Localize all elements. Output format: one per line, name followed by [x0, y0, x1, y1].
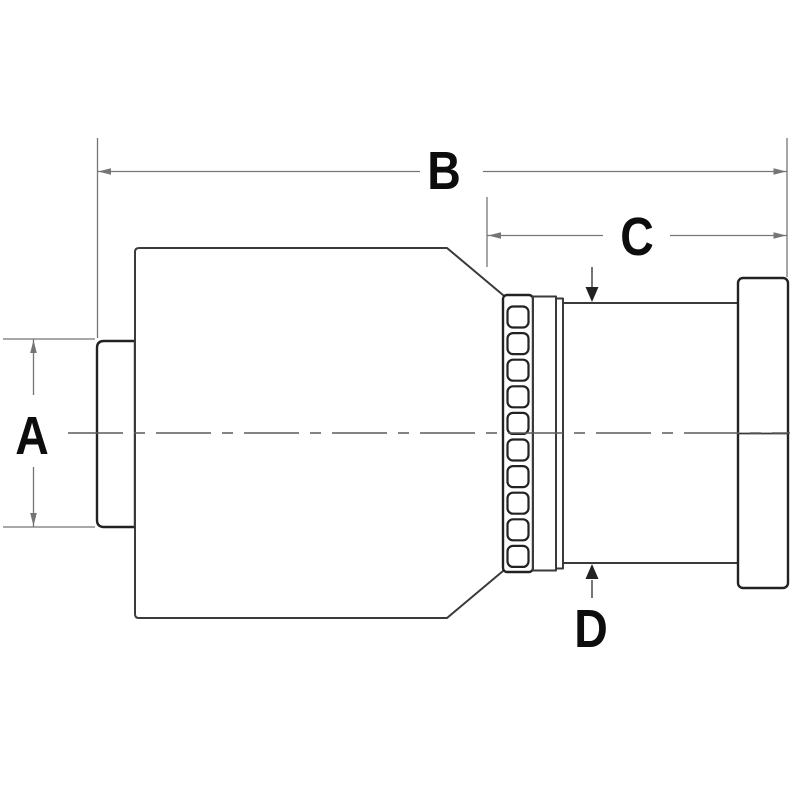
knurl-rib	[506, 544, 530, 569]
knurl-rib	[506, 411, 530, 435]
knurl-rib	[506, 358, 530, 382]
d-arrowhead-top	[585, 287, 599, 302]
c-arrowhead-right	[773, 232, 787, 239]
a-arrowhead-bottom	[30, 513, 37, 526]
dimension-labels: A B C D	[15, 140, 654, 659]
dimension-a	[3, 338, 95, 528]
knurl-rib	[506, 385, 530, 409]
b-arrowhead-right	[773, 168, 787, 175]
fitting-outline	[95, 247, 790, 619]
knurl-ribs	[506, 305, 530, 569]
knurl-rib	[506, 518, 530, 542]
label-b: B	[427, 140, 461, 201]
knurl-rib	[506, 465, 530, 489]
dimension-d	[585, 267, 599, 598]
c-arrowhead-left	[488, 232, 501, 239]
label-c: C	[620, 206, 654, 267]
dimension-b	[96, 138, 788, 338]
knurl-rib	[506, 305, 530, 329]
knurl-rib	[506, 438, 530, 462]
nipple-stub-outline	[95, 339, 137, 529]
knurl-rib	[506, 491, 530, 515]
dimension-c	[486, 197, 787, 267]
label-d: D	[574, 598, 608, 659]
knurl-rib	[506, 332, 530, 356]
label-a: A	[15, 405, 49, 466]
a-arrowhead-top	[30, 340, 37, 353]
b-arrowhead-left	[98, 168, 111, 175]
d-arrowhead-bottom	[585, 564, 599, 579]
